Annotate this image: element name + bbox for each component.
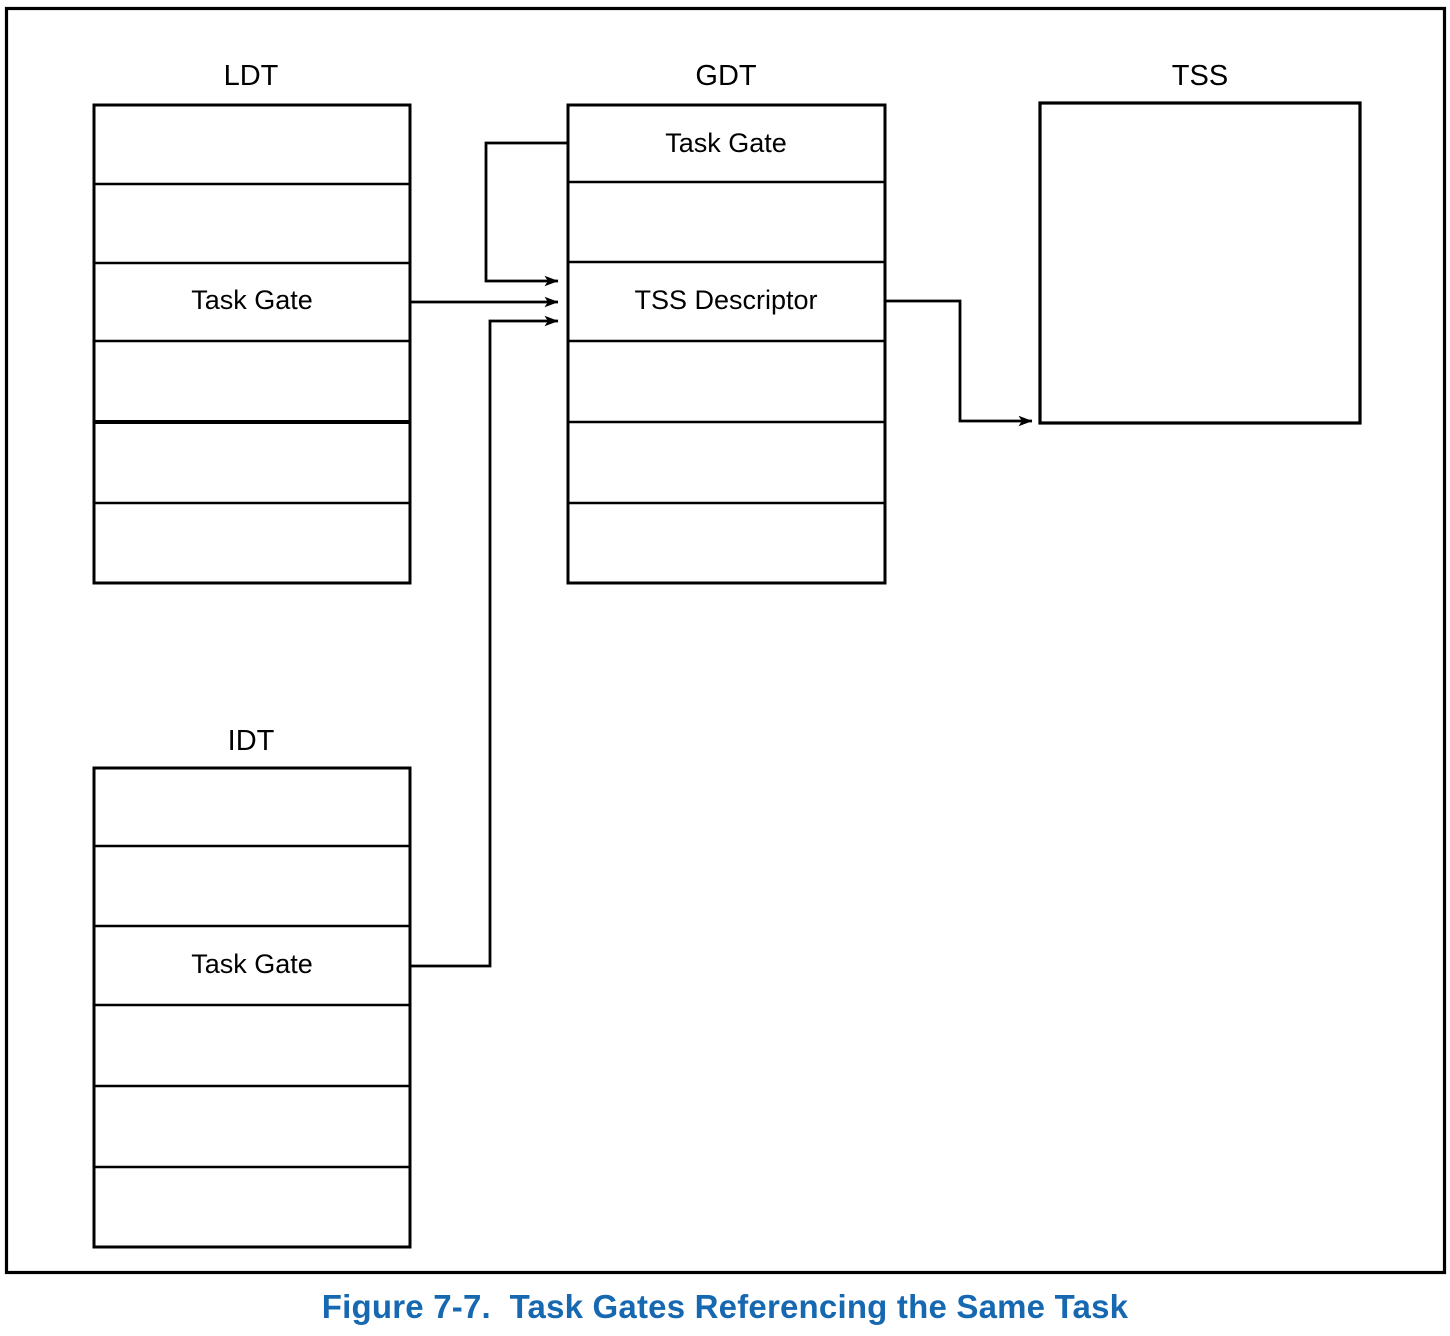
connector-tss-descriptor-to-tss [885,299,1033,427]
gdt-table: GDT Task Gate TSS Descriptor [566,60,887,585]
ldt-table: LDT Task Gate [92,60,412,585]
figure-caption: Figure 7-7. Task Gates Referencing the S… [321,1288,1129,1325]
ldt-row-2: Task Gate [191,285,313,315]
ldt-box [92,103,412,585]
idt-label: IDT [228,725,275,757]
gdt-row-2: TSS Descriptor [634,285,817,315]
idt-table: IDT Task Gate [92,725,412,1249]
tss-label: TSS [1172,60,1228,92]
tss-block: TSS [1038,60,1362,425]
gdt-box [566,103,887,585]
gdt-row-0: Task Gate [665,128,787,158]
ldt-label: LDT [224,60,279,92]
gdt-label: GDT [695,60,757,92]
connector-idt-task-gate-to-tss-descriptor [410,315,559,968]
idt-row-2: Task Gate [191,949,313,979]
tss-box [1038,101,1362,425]
idt-box [92,766,412,1249]
page-border [4,6,1447,1275]
connector-gdt-task-gate-to-tss-descriptor [484,141,568,287]
